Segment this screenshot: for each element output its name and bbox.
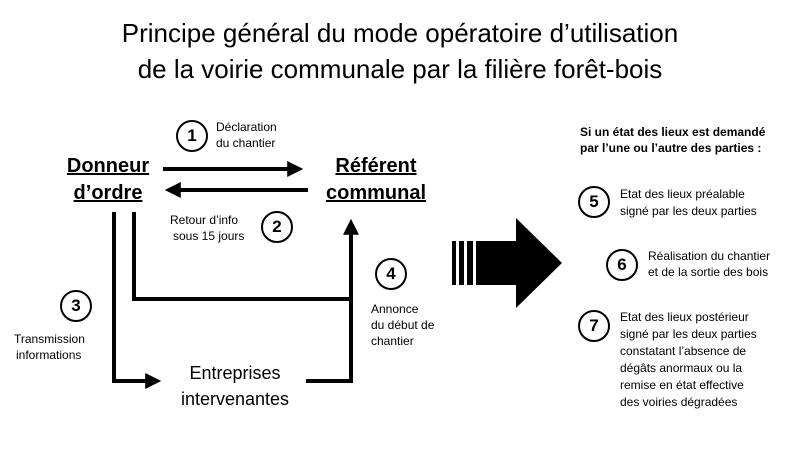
step-label: des voiries dégradées (620, 395, 738, 409)
step-label: constatant l’absence de (620, 344, 747, 358)
step-number-badge: 4 (375, 258, 407, 290)
step-label: chantier (371, 334, 414, 348)
step-number-badge: 2 (261, 211, 293, 243)
node-donneur-line2: d’ordre (73, 182, 143, 204)
step-label: sous 15 jours (173, 229, 245, 243)
node-entreprises-line2: intervenantes (180, 389, 290, 409)
panel-heading-line2: par l’une ou l’autre des parties : (580, 141, 762, 155)
arrow-transmission (112, 212, 162, 389)
step-label: dégâts anormaux ou la (620, 361, 743, 375)
step-label: signé par les deux parties (620, 204, 757, 218)
step-label: du chantier (216, 136, 276, 150)
diagram-title-line2: de la voirie communale par la filière fo… (137, 54, 663, 84)
step-number-badge: 1 (176, 120, 208, 152)
step-label: et de la sortie des bois (648, 265, 769, 279)
step-label: signé par les deux parties (620, 327, 757, 341)
step-number-badge: 6 (606, 249, 638, 281)
step-number-badge: 3 (60, 290, 92, 322)
step-label: Retour d’info (170, 213, 239, 227)
step-label: du début de (371, 318, 435, 332)
step-label: Etat des lieux préalable (620, 187, 745, 201)
step-label: Etat des lieux postérieur (620, 310, 749, 324)
panel-heading-line1: Si un état des lieux est demandé (580, 125, 766, 139)
step-label: remise en état effective (620, 378, 744, 392)
step-label: Réalisation du chantier (648, 249, 771, 263)
step-label: informations (16, 348, 82, 362)
step-number-badge: 7 (578, 310, 610, 342)
step-number-badge: 5 (578, 186, 610, 218)
step-label: Annonce (371, 302, 419, 316)
line-annonce-source (132, 212, 351, 301)
step-label: Transmission (14, 332, 85, 346)
node-referent-line2: communal (325, 182, 427, 204)
arrow-annonce (306, 218, 359, 383)
diagram-title-line1: Principe général du mode opératoire d’ut… (121, 18, 679, 48)
node-donneur-line1: Donneur (66, 155, 150, 177)
node-entreprises-line1: Entreprises (189, 363, 281, 383)
step-label: Déclaration (216, 120, 277, 134)
big-right-arrow (452, 218, 562, 308)
node-referent-line1: Référent (335, 155, 417, 177)
